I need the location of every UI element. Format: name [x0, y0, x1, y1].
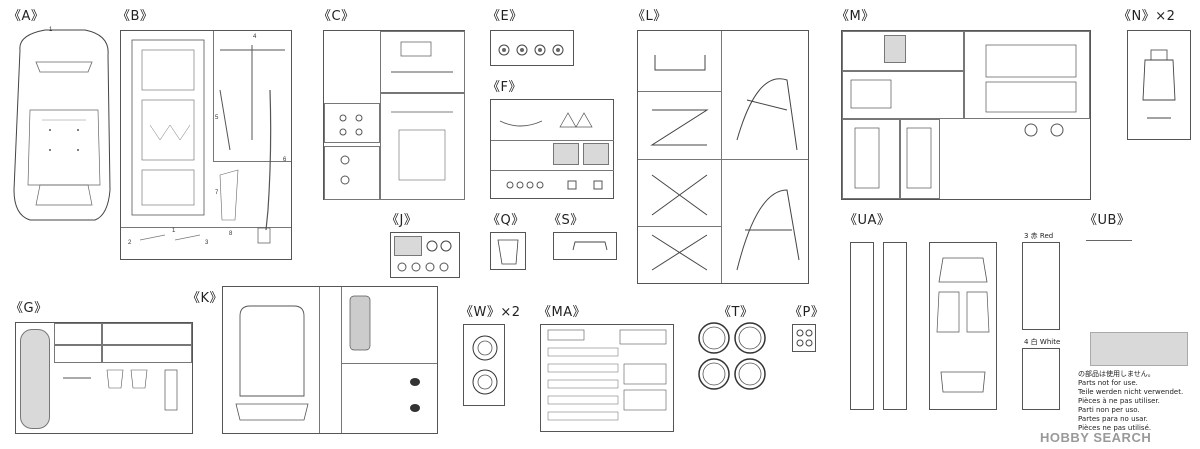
p-parts-drawing — [796, 329, 813, 347]
sprue-j — [390, 232, 460, 278]
notice-fr2: Pièces ne pas utilisé. — [1078, 424, 1152, 432]
part-number: 5 — [215, 115, 219, 121]
suspension-drawing — [339, 41, 453, 185]
tires-drawing — [698, 322, 766, 390]
q-part-drawing — [497, 239, 519, 265]
windows-sheet — [929, 242, 997, 410]
part-number: 1 — [49, 27, 53, 33]
ma-parts-drawing — [547, 329, 667, 421]
label-ma: 《MA》 — [538, 305, 587, 320]
label-m: 《M》 — [836, 9, 875, 24]
label-l: 《L》 — [632, 9, 667, 24]
notice-fr1: Pièces à ne pas utiliser. — [1078, 397, 1160, 405]
sprue-c — [323, 30, 465, 200]
ub-part — [1086, 240, 1132, 241]
label-a: 《A》 — [8, 9, 45, 24]
roll-cage-drawing — [650, 55, 800, 271]
m-parts-drawing — [850, 44, 1077, 189]
seat-drawing — [1142, 49, 1176, 119]
label-ua: 《UA》 — [844, 213, 891, 228]
part-number: 8 — [229, 231, 233, 237]
label-q: 《Q》 — [487, 213, 525, 228]
label-c: 《C》 — [318, 9, 355, 24]
decal-white-sheet — [1022, 348, 1060, 410]
f-parts-drawing — [499, 112, 603, 190]
windows-drawing — [936, 257, 990, 393]
window-strip-1 — [850, 242, 874, 410]
interior-drawing — [235, 295, 420, 421]
s-part-drawing — [572, 241, 608, 251]
sprue-ma — [540, 324, 674, 432]
not-used-swatch — [1090, 332, 1188, 366]
sprue-g — [15, 322, 193, 434]
notice-de: Teile werden nicht verwendet. — [1078, 388, 1184, 396]
sprue-b — [120, 30, 292, 260]
notice-es: Partes para no usar. — [1078, 415, 1148, 423]
wheels-drawing — [472, 335, 498, 395]
decal-red-sheet — [1022, 242, 1060, 330]
notice-it: Parti non per uso. — [1078, 406, 1140, 414]
watermark-text: HOBBY SEARCH — [1040, 430, 1152, 445]
notice-ja: の部品は使用しません。 — [1078, 370, 1155, 378]
sprue-k — [222, 286, 438, 434]
part-number: 4 — [253, 34, 257, 40]
label-t: 《T》 — [718, 305, 754, 320]
j-parts-drawing — [397, 240, 452, 272]
sprue-l — [637, 30, 809, 284]
chassis-drawing — [131, 39, 285, 244]
sprue-p — [792, 324, 816, 352]
part-number: 3 — [205, 240, 209, 246]
body-shell-drawing — [13, 29, 111, 221]
label-p: 《P》 — [789, 305, 825, 320]
decal-red-label: 3 赤 Red — [1024, 232, 1054, 240]
label-n: 《N》×2 — [1118, 9, 1176, 24]
wheel-caps-drawing — [498, 44, 564, 56]
label-j: 《J》 — [386, 213, 418, 228]
label-ub: 《UB》 — [1084, 213, 1131, 228]
decal-white-label: 4 白 White — [1024, 338, 1061, 346]
label-s: 《S》 — [548, 213, 584, 228]
g-parts-drawing — [63, 369, 178, 411]
label-f: 《F》 — [487, 80, 522, 95]
sprue-w — [463, 324, 505, 406]
label-e: 《E》 — [487, 9, 523, 24]
part-number: 1 — [172, 228, 176, 234]
part-number: 7 — [215, 190, 219, 196]
sprue-n — [1127, 30, 1191, 140]
label-g: 《G》 — [10, 301, 48, 316]
part-number: 6 — [283, 157, 287, 163]
window-strip-2 — [883, 242, 907, 410]
part-number: 2 — [128, 240, 132, 246]
sprue-m — [841, 30, 1091, 200]
notice-en: Parts not for use. — [1078, 379, 1138, 387]
label-b: 《B》 — [117, 9, 154, 24]
label-k: 《K》 — [187, 291, 224, 306]
label-w: 《W》×2 — [460, 305, 521, 320]
